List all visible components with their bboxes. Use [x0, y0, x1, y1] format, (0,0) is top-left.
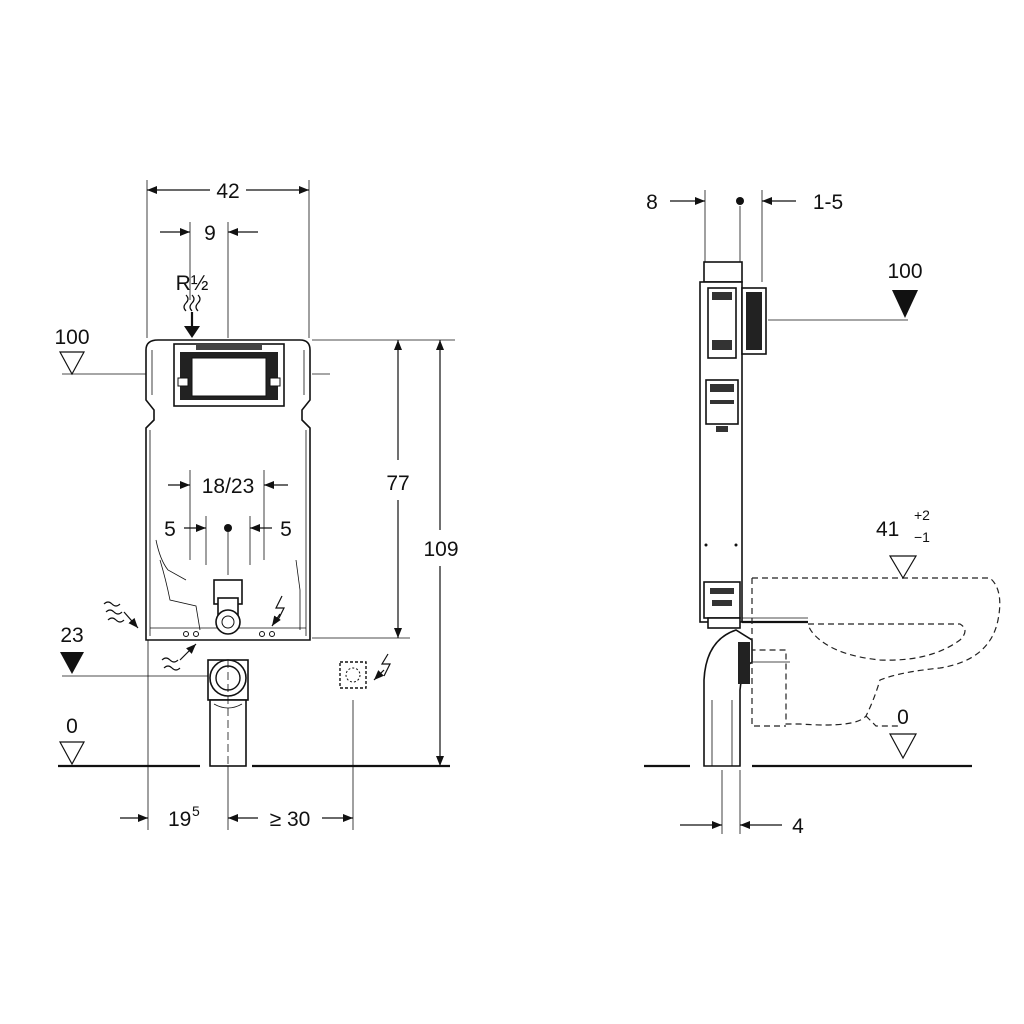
water-supply-icon	[183, 294, 201, 338]
inlet-offset-label: 9	[204, 222, 216, 245]
pipe-offset-label: 4	[792, 815, 804, 838]
total-height-dimension: 109	[423, 340, 459, 766]
inlet-thread-label: R½	[176, 272, 209, 295]
clearance-label: ≥ 30	[270, 808, 311, 831]
left-offset-label: 5	[164, 518, 176, 541]
side-view: 8 1-5 100	[644, 190, 1001, 838]
electric-icon	[271, 595, 285, 627]
seat-height-label: 41	[876, 518, 899, 541]
lower-level-marker: 23	[60, 624, 84, 674]
pipe-offset-dimension: 4	[680, 815, 804, 838]
depth-label: 8	[646, 191, 658, 214]
width-label: 42	[216, 180, 239, 203]
seat-tol-minus: −1	[914, 529, 930, 545]
water-wave-icon	[103, 601, 139, 629]
clearance-dimension: ≥ 30	[228, 808, 353, 831]
side-offset-label: 19	[168, 808, 191, 831]
seat-tol-plus: +2	[914, 507, 930, 523]
side-floor-level-marker: 0	[888, 706, 918, 760]
frame-side-profile	[699, 261, 808, 629]
side-top-level-label: 100	[887, 260, 922, 283]
drain-wave-icon	[161, 643, 197, 671]
offset-dimensions: 5 5	[164, 516, 292, 575]
height-label: 77	[386, 472, 409, 495]
floor-level-label: 0	[66, 715, 78, 738]
drain-pipe	[207, 659, 249, 767]
cistern-frame	[145, 339, 311, 641]
top-level-label: 100	[54, 326, 89, 349]
seat-height-marker: 41 +2 −1	[876, 507, 930, 580]
side-offset-dimension: 19 5	[120, 803, 200, 831]
side-top-level-marker: 100	[887, 260, 923, 318]
front-view: 42 9 R½ 100	[54, 180, 459, 831]
top-level-marker: 100	[54, 326, 90, 376]
lower-level-label: 23	[60, 624, 83, 647]
spacing-label: 18/23	[202, 475, 255, 498]
inlet-offset-dimension: 9	[160, 222, 258, 245]
adjust-dimension: 1-5	[762, 191, 843, 214]
toilet-bowl-outline	[751, 577, 1001, 727]
side-drain-pipe	[703, 629, 790, 767]
height-dimension: 77	[386, 340, 410, 638]
spacing-dimension: 18/23	[168, 470, 288, 560]
depth-dimension: 8	[646, 191, 744, 214]
side-offset-sup: 5	[192, 803, 200, 819]
side-floor-level-label: 0	[897, 706, 909, 729]
electrical-socket-icon	[339, 653, 391, 689]
width-dimension: 42	[147, 180, 309, 203]
total-height-label: 109	[423, 538, 458, 561]
adjust-label: 1-5	[813, 191, 843, 214]
right-offset-label: 5	[280, 518, 292, 541]
floor-level-marker: 0	[58, 715, 86, 766]
